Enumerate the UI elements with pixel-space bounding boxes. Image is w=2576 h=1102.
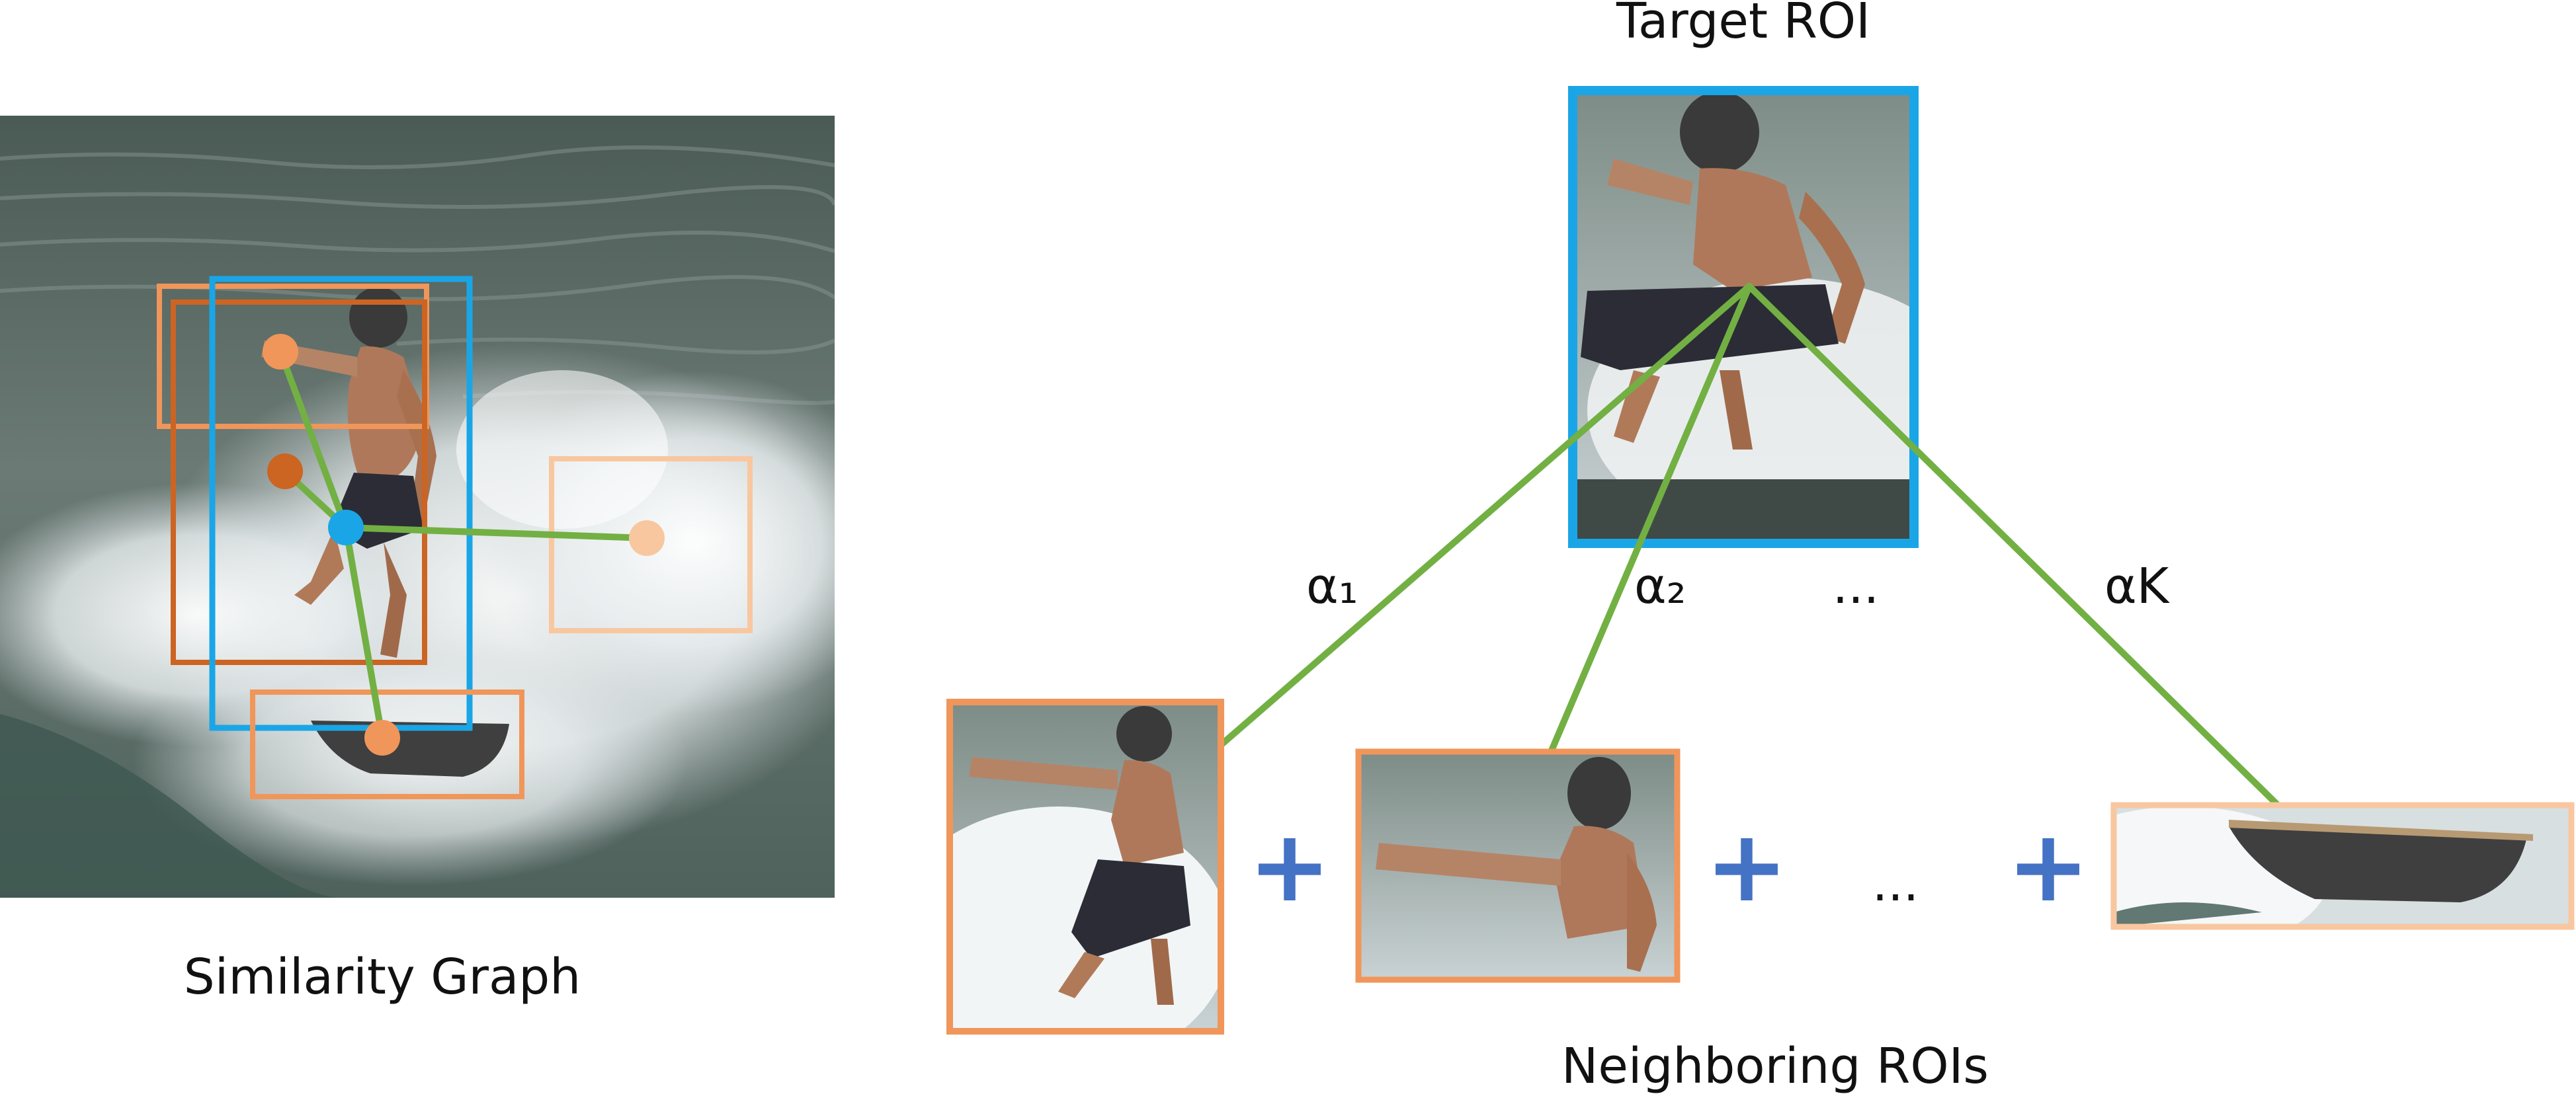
weight-alpha-2: α₂ bbox=[1634, 558, 1686, 615]
box-target[interactable] bbox=[209, 276, 473, 731]
caption-neighboring-rois: Neighboring ROIs bbox=[1561, 1038, 1989, 1095]
scene-photo bbox=[0, 116, 835, 898]
node-head bbox=[263, 334, 298, 370]
neighbor-roi-1-frame[interactable] bbox=[946, 699, 1224, 1035]
weight-alpha-k: αK bbox=[2104, 558, 2171, 615]
box-body bbox=[171, 299, 427, 665]
plus-2: + bbox=[1705, 809, 1788, 924]
box-board bbox=[250, 689, 524, 799]
neighbor-roi-2-crop bbox=[1358, 752, 1677, 980]
graph-edge bbox=[277, 348, 349, 531]
neighbor-roi-k-crop bbox=[2114, 805, 2571, 927]
ellipsis-top: ... bbox=[1833, 558, 1880, 615]
box-wave bbox=[549, 456, 753, 633]
neighbor-roi-1-crop bbox=[950, 702, 1221, 1031]
target-roi-frame[interactable] bbox=[1568, 86, 1919, 548]
node-wave bbox=[629, 520, 665, 556]
ellipsis-bottom: ... bbox=[1872, 855, 1919, 912]
plus-1: + bbox=[1248, 809, 1331, 924]
neighbor-roi-k-frame[interactable] bbox=[2110, 802, 2575, 930]
plus-k: + bbox=[2007, 809, 2090, 924]
graph-edge bbox=[343, 524, 650, 541]
neighbor-roi-2-frame[interactable] bbox=[1355, 748, 1681, 983]
caption-target-roi: Target ROI bbox=[1616, 0, 1870, 50]
node-board bbox=[364, 720, 400, 756]
weight-alpha-1: α₁ bbox=[1306, 558, 1358, 615]
node-body bbox=[267, 453, 303, 489]
graph-edge bbox=[343, 524, 386, 741]
caption-similarity-graph: Similarity Graph bbox=[184, 949, 581, 1005]
node-target[interactable] bbox=[328, 510, 364, 545]
attention-edge-k bbox=[1746, 283, 2343, 869]
